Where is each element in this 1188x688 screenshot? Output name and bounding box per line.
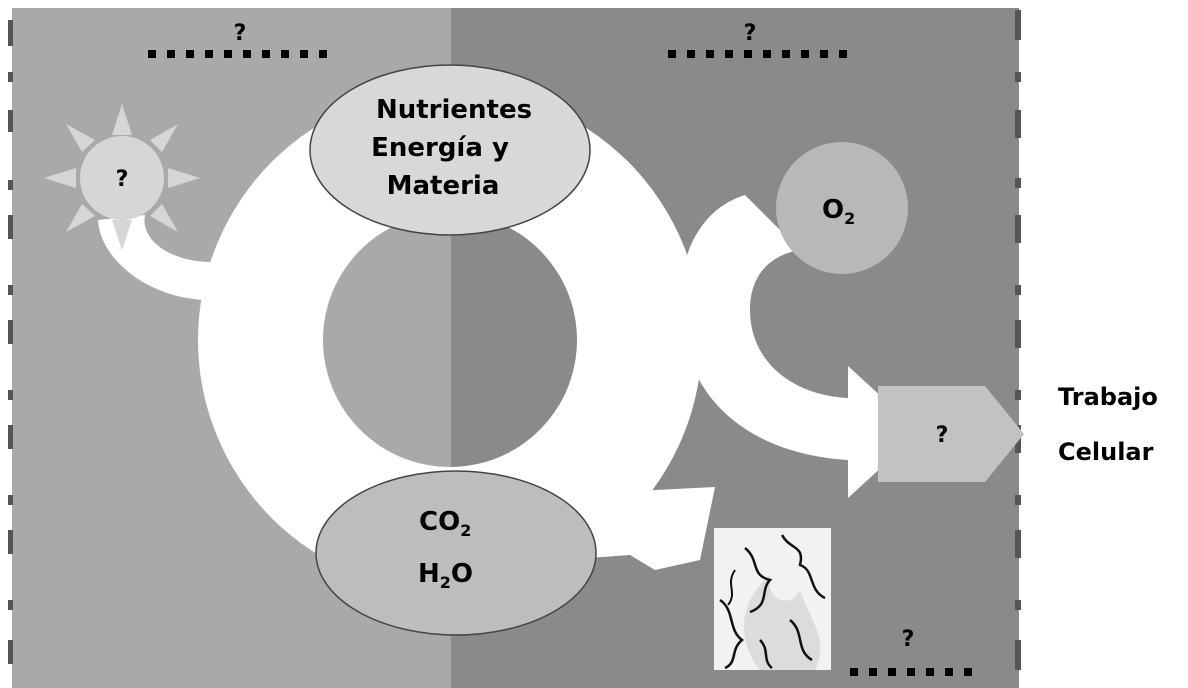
- h2o-label: H2O: [418, 559, 473, 592]
- sun-label: ?: [116, 167, 129, 192]
- nutrients-line-1: Nutrientes: [376, 95, 532, 125]
- co2-sub: 2: [460, 521, 471, 540]
- oxygen-label: O2: [822, 195, 855, 228]
- cell-work-box-label: ?: [936, 423, 949, 448]
- right-dotted-line: [668, 50, 847, 58]
- heat-blank: ?: [902, 627, 915, 652]
- oxygen-node: [776, 142, 908, 274]
- right-panel-blank: ?: [744, 21, 757, 46]
- left-panel-blank: ?: [234, 21, 247, 46]
- sun-icon: [44, 104, 200, 250]
- oxygen-sub: 2: [844, 209, 855, 228]
- nutrients-line-2: Energía y: [371, 133, 509, 163]
- nutrients-node: [309, 64, 591, 236]
- oxygen-base: O: [822, 195, 844, 225]
- ring-hole-right: [451, 213, 577, 467]
- h2o-h: H: [418, 559, 440, 589]
- co2-base: CO: [419, 507, 460, 537]
- nutrients-line-3: Materia: [387, 171, 500, 201]
- co2-label: CO2: [419, 507, 471, 540]
- side-label-trabajo: Trabajo: [1058, 383, 1158, 411]
- oxygen-arrow: [679, 195, 920, 498]
- h2o-o: O: [451, 559, 473, 589]
- h2o-sub: 2: [440, 573, 451, 592]
- left-dotted-line: [148, 50, 327, 58]
- cell-work-box: [878, 386, 1024, 482]
- heat-flame-icon: [714, 528, 831, 670]
- ring-hole-left: [323, 213, 451, 467]
- co2-h2o-node: [315, 470, 597, 636]
- heat-dotted-line: [850, 668, 972, 676]
- left-edge-dashes: [8, 20, 13, 664]
- side-label-celular: Celular: [1058, 438, 1154, 466]
- heat-arrow: [560, 487, 715, 570]
